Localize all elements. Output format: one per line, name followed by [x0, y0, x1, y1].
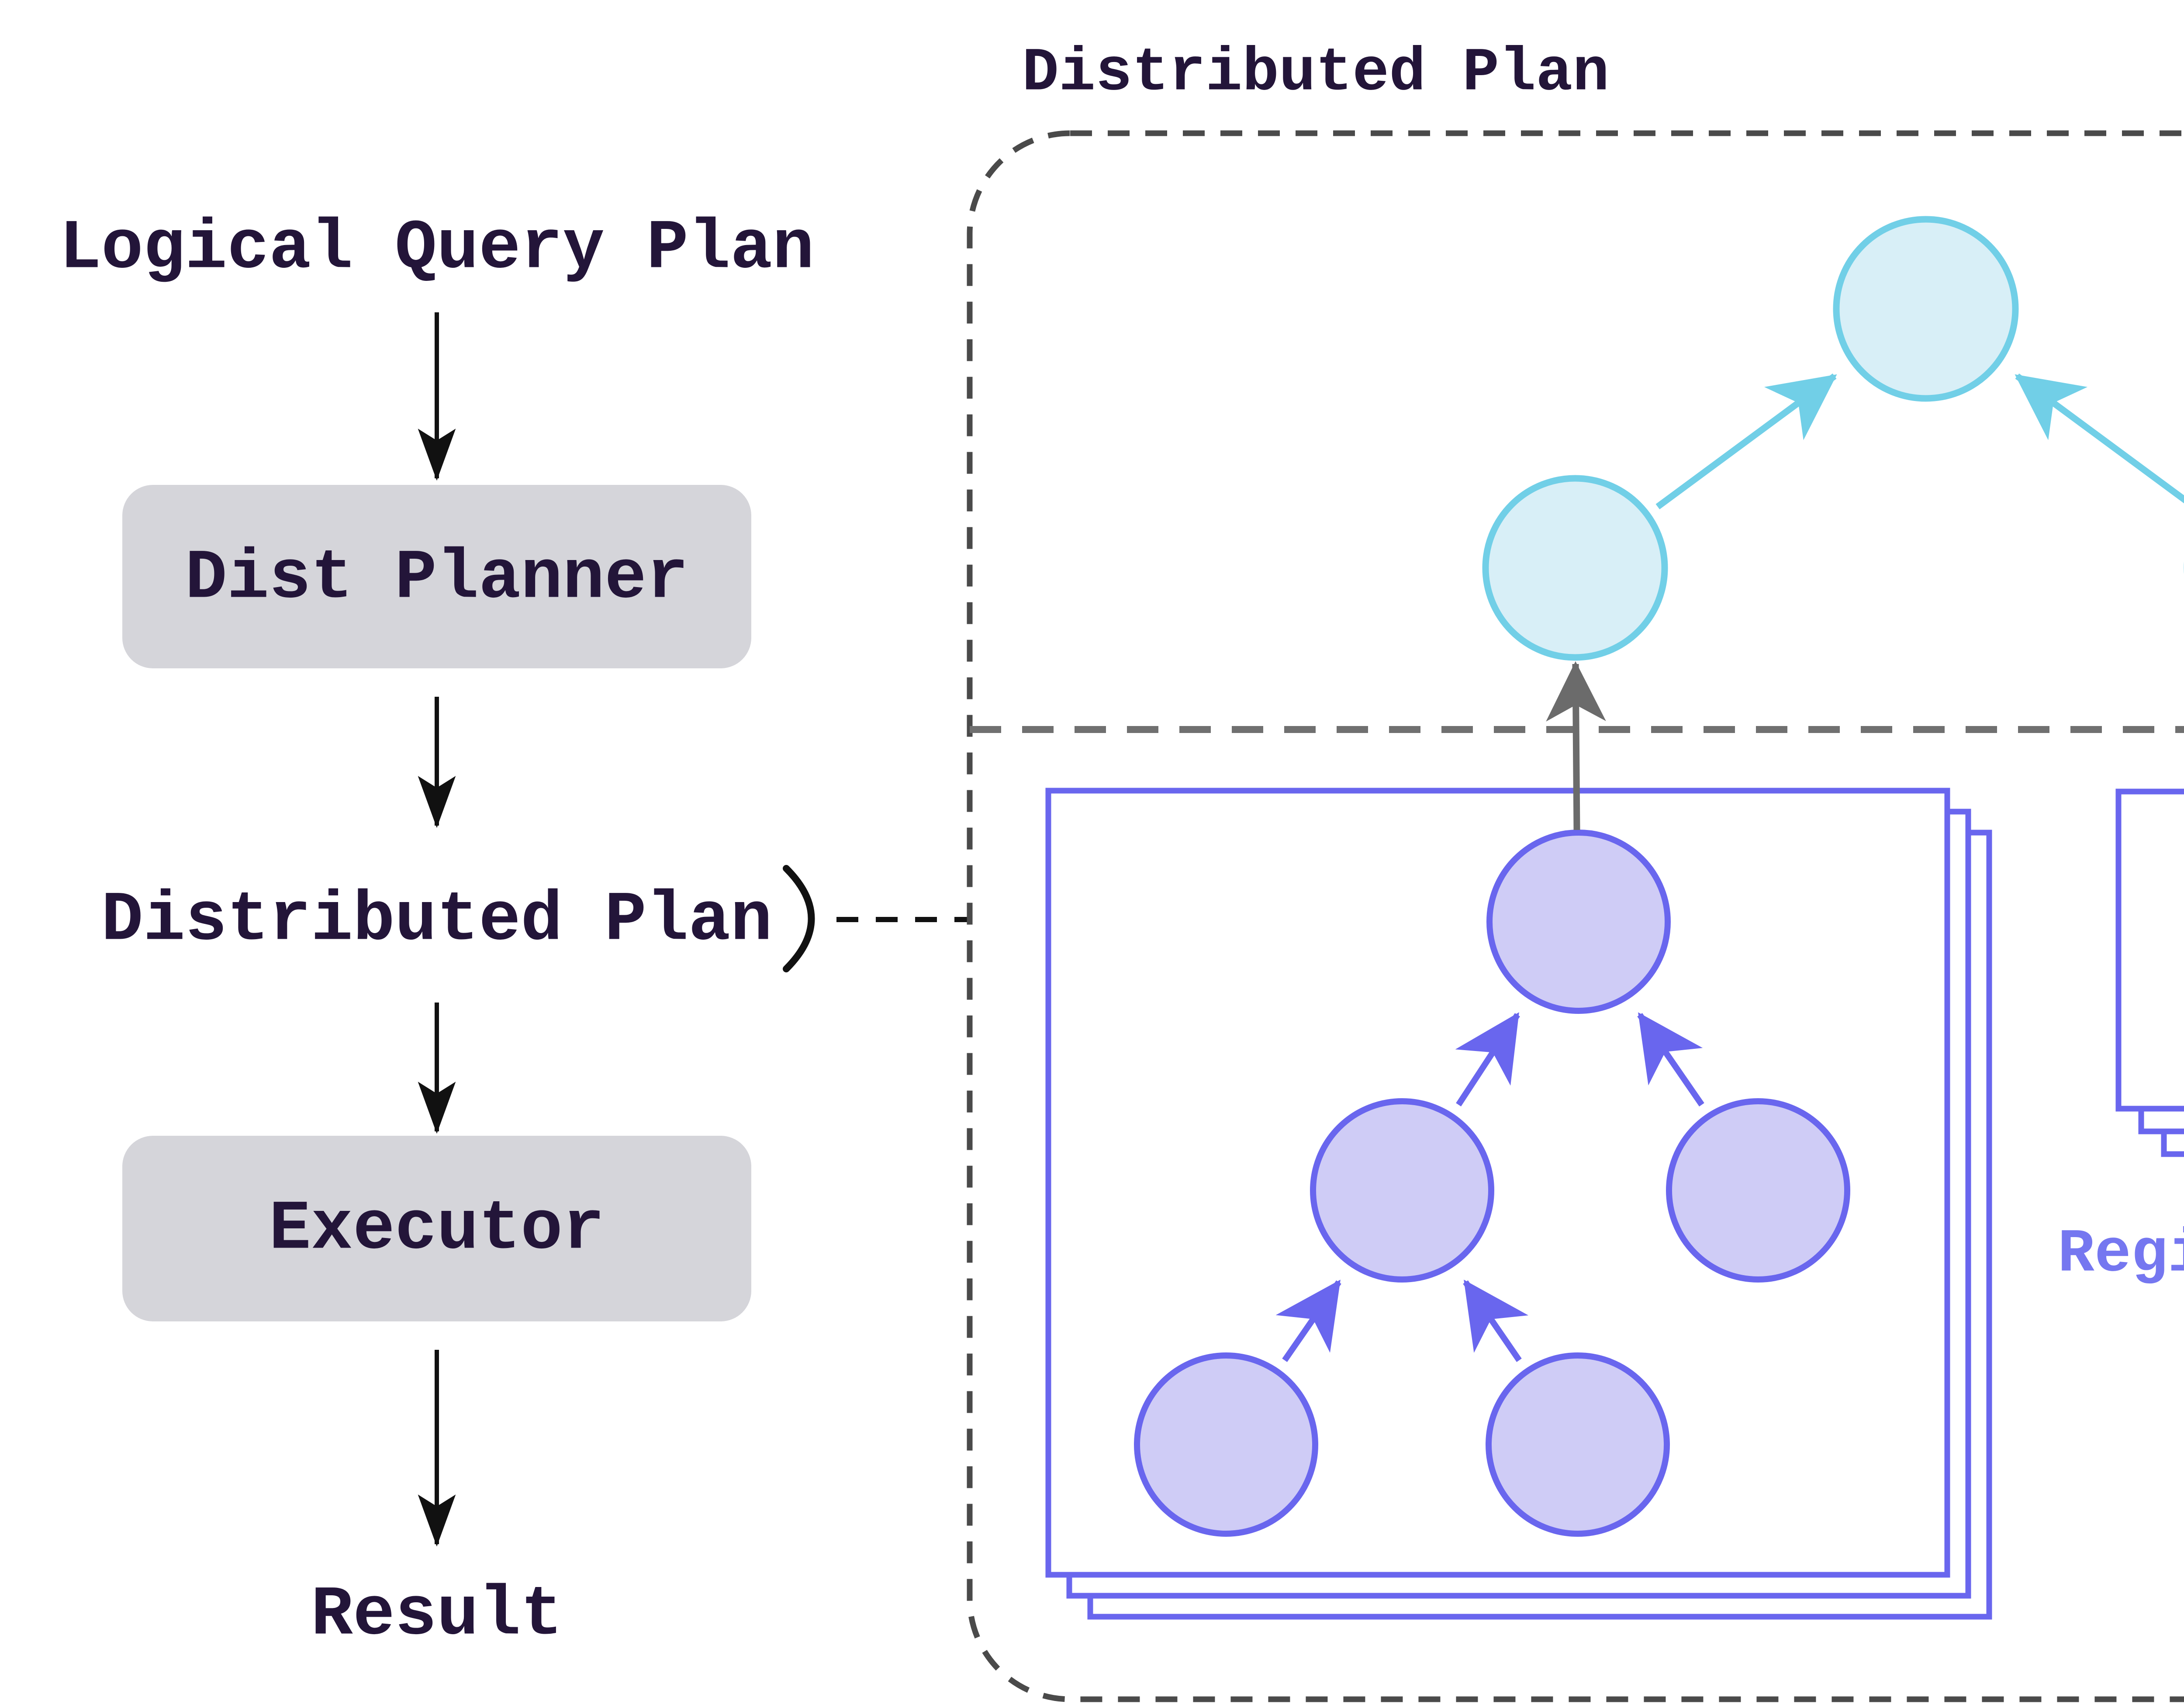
distributed-plan-label: Distributed Plan [101, 882, 772, 961]
edge-leaf1-to-mid [1275, 1279, 1341, 1362]
frontend-root-node [1833, 216, 2019, 402]
edge-frontend-right-to-root [2015, 373, 2184, 504]
left-flow-chart: Logical Query Plan Dist Planner Distribu… [59, 210, 968, 1655]
result-label: Result [311, 1576, 563, 1655]
datanode-right-region-stack [2115, 788, 2184, 1157]
frontend-tree [1482, 216, 2184, 661]
edge-midright-to-root [1637, 1012, 1704, 1106]
dist-planner-label: Dist Planner [185, 539, 688, 619]
dist-planner-box [122, 485, 751, 668]
datanode-mid-left-node [1310, 1098, 1494, 1283]
logical-query-plan-label: Logical Query Plan [59, 210, 814, 289]
frontend-left-node [1482, 475, 1668, 661]
executor-label: Executor [269, 1190, 605, 1269]
right-stack-layer-1 [2115, 788, 2184, 1112]
container-dashed-border [967, 130, 2184, 1702]
datanode-leaf-left-node [1134, 1352, 1318, 1537]
edge-midleft-to-root [1455, 1012, 1520, 1106]
distributed-plan-container: Distributed Plan Frontend Stage Datanode… [967, 39, 2184, 1702]
datanode-left-region-stack [1045, 788, 1992, 1620]
regions-label: Regions [2058, 1220, 2184, 1290]
datanode-mid-right-node [1666, 1098, 1850, 1283]
datanode-root-node [1486, 830, 1671, 1014]
edge-leaf2-to-mid [1463, 1279, 1529, 1362]
connector-leftregion-to-frontend [1546, 661, 1606, 830]
paren-callout [783, 865, 815, 972]
executor-box [122, 1136, 751, 1321]
container-title: Distributed Plan [1022, 39, 1609, 108]
datanode-leaf-right-node [1486, 1352, 1670, 1537]
edge-frontend-left-to-root [1655, 373, 1837, 510]
